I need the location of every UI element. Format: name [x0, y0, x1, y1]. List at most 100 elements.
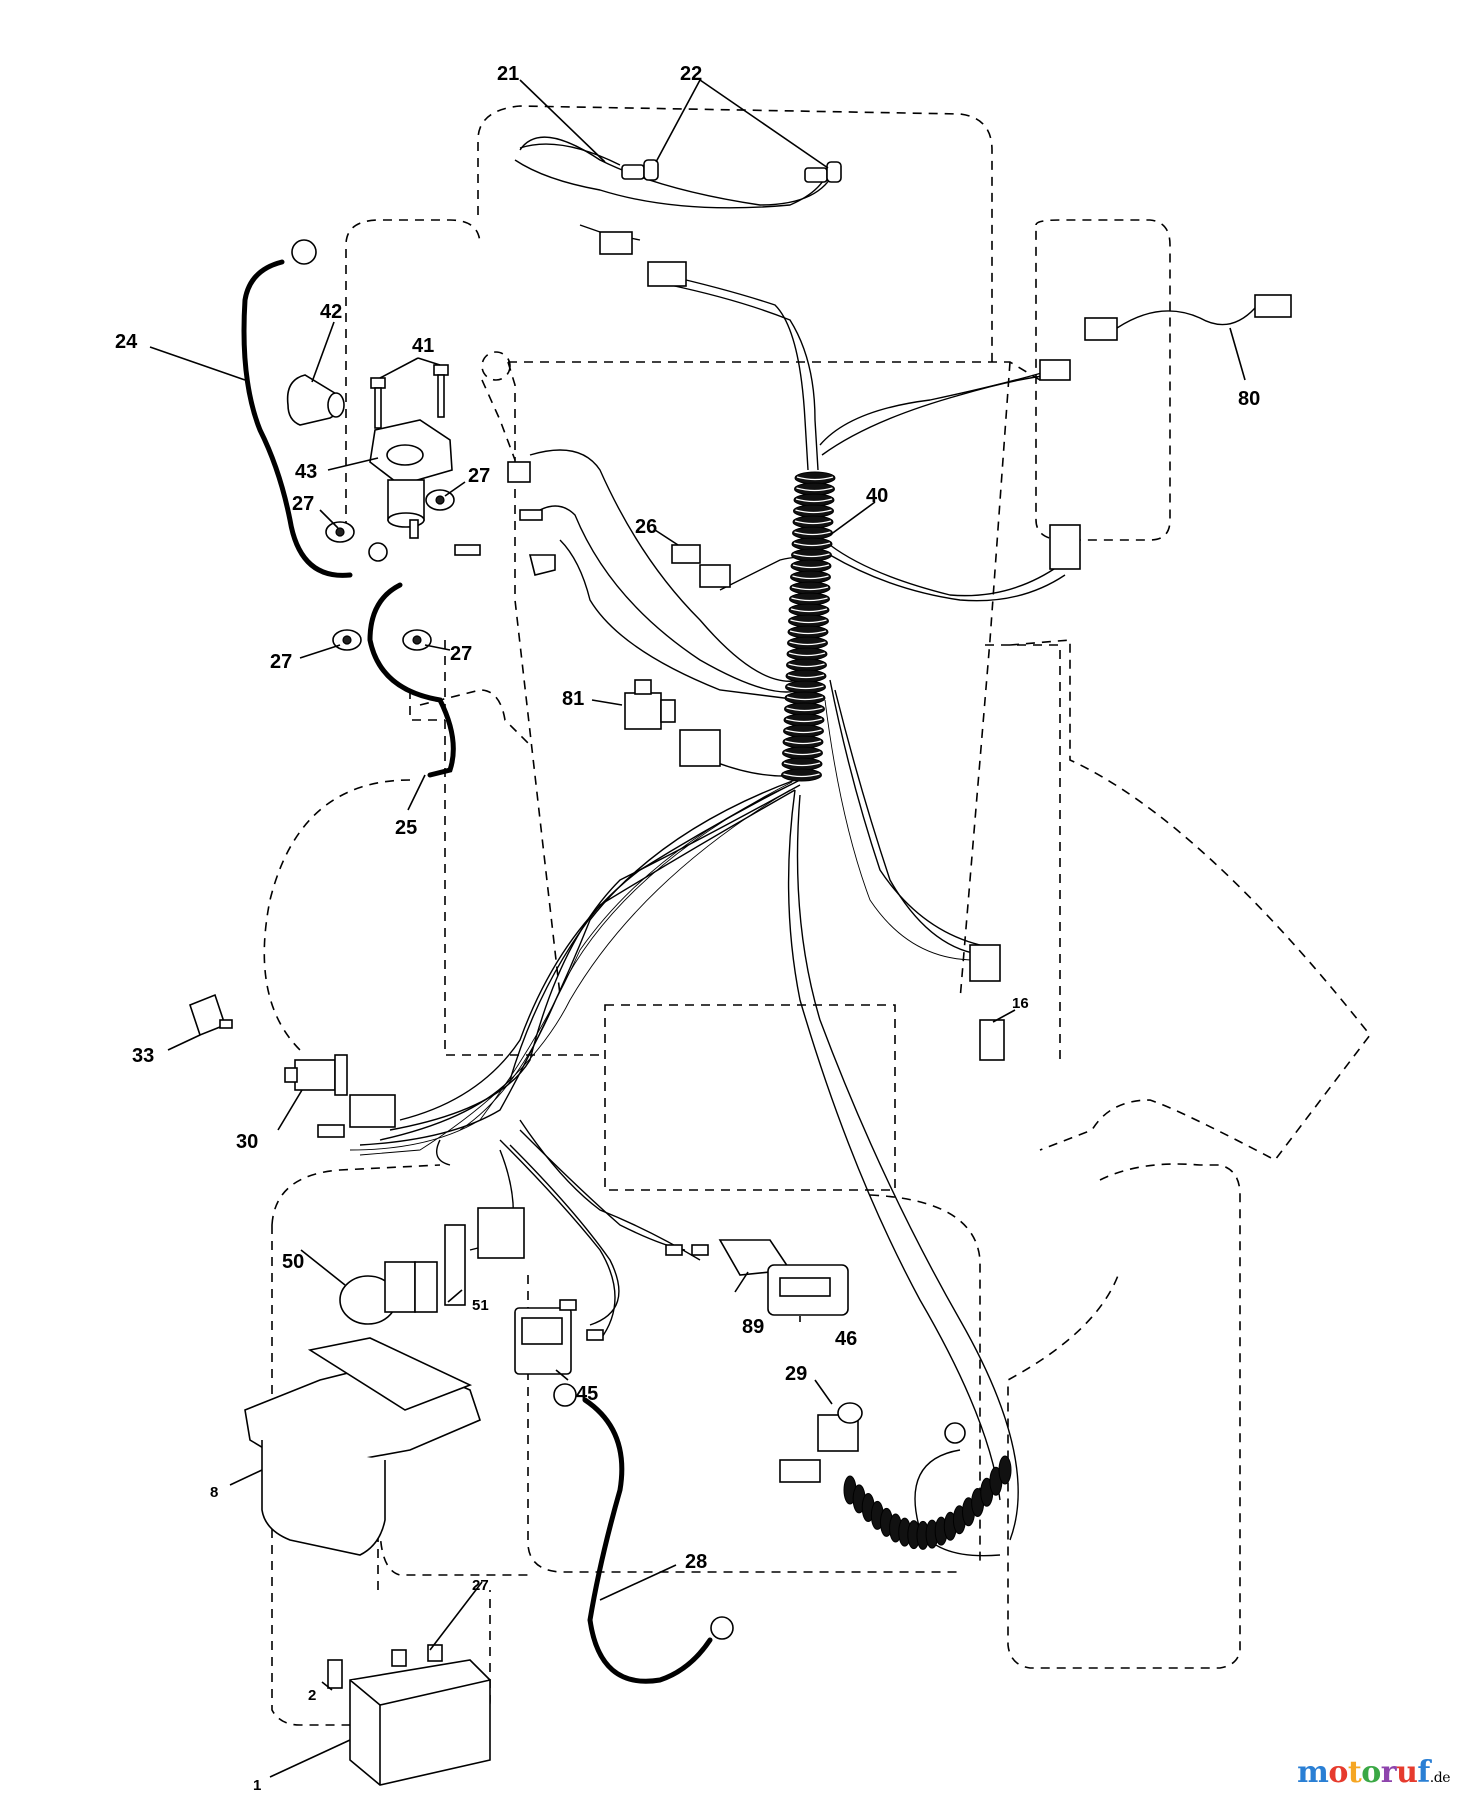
- ignition-key-33: [189, 993, 233, 1037]
- conduit-coil-highlight: [784, 751, 821, 756]
- right-connector-b: [1049, 524, 1081, 570]
- pto-switch-50-body: [414, 1261, 438, 1313]
- trunk-down-3: [379, 789, 796, 1141]
- callout-28: 28: [685, 1551, 707, 1573]
- bolt-41-left: [370, 377, 386, 429]
- seat-switch-run-2: [796, 794, 1019, 1541]
- battery-tray-8: [244, 1337, 481, 1556]
- callout-25: 25: [395, 817, 417, 839]
- seat-switch-connector: [779, 1459, 821, 1483]
- clip-terminal: [507, 461, 531, 483]
- right-connector-a: [1039, 359, 1071, 381]
- conduit-coil-highlight: [785, 718, 823, 723]
- trunk-down: [399, 779, 801, 1121]
- callout-27-e: 27: [472, 1577, 489, 1594]
- trunk-down-4: [359, 779, 796, 1146]
- connector-51: [477, 1207, 525, 1259]
- watermark-letter: m: [1297, 1755, 1329, 1790]
- spade-terminal-2: [519, 509, 543, 521]
- callout-33: 33: [132, 1045, 154, 1067]
- callout-labels: 21 22 24 42 41 43 27 27 27 27 27 40 26 8…: [115, 63, 1260, 1794]
- ignition-connector: [349, 1094, 396, 1128]
- conduit-coil-highlight: [786, 707, 823, 712]
- relay-socket: [679, 729, 721, 767]
- watermark-suffix: .de: [1429, 1770, 1451, 1786]
- right-wheel-outline: [1009, 639, 1372, 1162]
- conduit-coil-highlight: [783, 773, 820, 778]
- headlight-wire-3: [519, 143, 621, 166]
- cable-28: [582, 1397, 713, 1684]
- conduit-coil-highlight: [795, 509, 832, 514]
- callout-21: 21: [497, 63, 519, 85]
- callout-42: 42: [320, 301, 342, 323]
- conduit-coil-highlight: [786, 696, 824, 701]
- terminal-boot-42-cap: [327, 392, 345, 418]
- watermark-letter: t: [1347, 1755, 1362, 1790]
- left-wheel-outline: [263, 779, 411, 1051]
- right-lower-branch-2: [829, 554, 1066, 602]
- callout-8: 8: [210, 1484, 218, 1501]
- cable-25: [367, 582, 456, 778]
- callout-40: 40: [866, 485, 888, 507]
- watermark-letter: u: [1396, 1755, 1418, 1790]
- hour-meter-wire: [499, 1139, 616, 1341]
- conduit-coil-highlight: [791, 597, 828, 602]
- callout-2: 2: [308, 1687, 316, 1704]
- cable-24: [241, 259, 353, 578]
- trunk-down-7: [359, 789, 791, 1156]
- hood-outline: [477, 105, 993, 362]
- trunk-down-6: [459, 781, 793, 1131]
- nut-27-a-hole: [435, 495, 445, 505]
- headlight-wire-2: [514, 159, 831, 209]
- seat-switch-run: [787, 789, 1001, 1501]
- hood-pivot-outline: [481, 351, 511, 381]
- hour-meter-wire-2: [509, 1144, 620, 1326]
- watermark-letter: o: [1328, 1755, 1348, 1790]
- conduit-coil-highlight: [792, 564, 830, 569]
- ground-ring: [944, 1422, 966, 1444]
- conduit-coil-highlight: [788, 652, 826, 657]
- ring-terminal-24: [291, 239, 317, 265]
- body-outlines: [263, 105, 1372, 1726]
- conduit-coil-highlight: [794, 520, 832, 525]
- harness-connector: [647, 261, 687, 287]
- callout-27-d: 27: [450, 643, 472, 665]
- branch-16-3: [824, 699, 976, 961]
- conduit-coil-segment: [781, 768, 822, 782]
- right-panel-outline: [1035, 219, 1171, 541]
- left-mid-outline: [419, 689, 531, 746]
- spade-dash-d: [691, 1244, 709, 1256]
- callout-27-a: 27: [468, 465, 490, 487]
- frame-top-outline: [508, 361, 1041, 381]
- watermark-letter: o: [1361, 1755, 1381, 1790]
- parts: [189, 159, 1292, 1786]
- spade-dash-b: [586, 1329, 604, 1341]
- branch-16: [829, 679, 981, 946]
- callout-16: 16: [1012, 995, 1029, 1012]
- callout-89: 89: [742, 1316, 764, 1338]
- headlight-bulb-left: [621, 159, 659, 181]
- relay-81: [624, 679, 676, 730]
- rear-deck-outline: [869, 1194, 981, 1565]
- watermark-letter: f: [1417, 1755, 1430, 1790]
- fuse-26: [671, 544, 701, 564]
- left-branch: [529, 449, 801, 682]
- callout-45: 45: [576, 1383, 598, 1405]
- rear-right-outline: [1007, 1163, 1241, 1669]
- headlight-connector: [599, 231, 633, 255]
- callout-26: 26: [635, 516, 657, 538]
- fuse-holder-26: [699, 564, 731, 588]
- battery-1: [349, 1659, 491, 1786]
- conduit-coil-highlight: [789, 641, 826, 646]
- callout-1: 1: [253, 1777, 261, 1794]
- coiled-conduit-40: [781, 471, 836, 782]
- nut-27-c-hole: [342, 635, 352, 645]
- battery-post-2: [427, 1644, 443, 1662]
- floor-left-outline: [271, 1164, 441, 1226]
- ring-terminal-28-bottom: [710, 1616, 734, 1640]
- callout-46: 46: [835, 1328, 857, 1350]
- spade-dash-c: [665, 1244, 683, 1256]
- watermark-logo: motoruf.de: [1297, 1755, 1450, 1790]
- footrest-outline: [527, 1275, 960, 1573]
- coil-cable-segment: [998, 1455, 1012, 1485]
